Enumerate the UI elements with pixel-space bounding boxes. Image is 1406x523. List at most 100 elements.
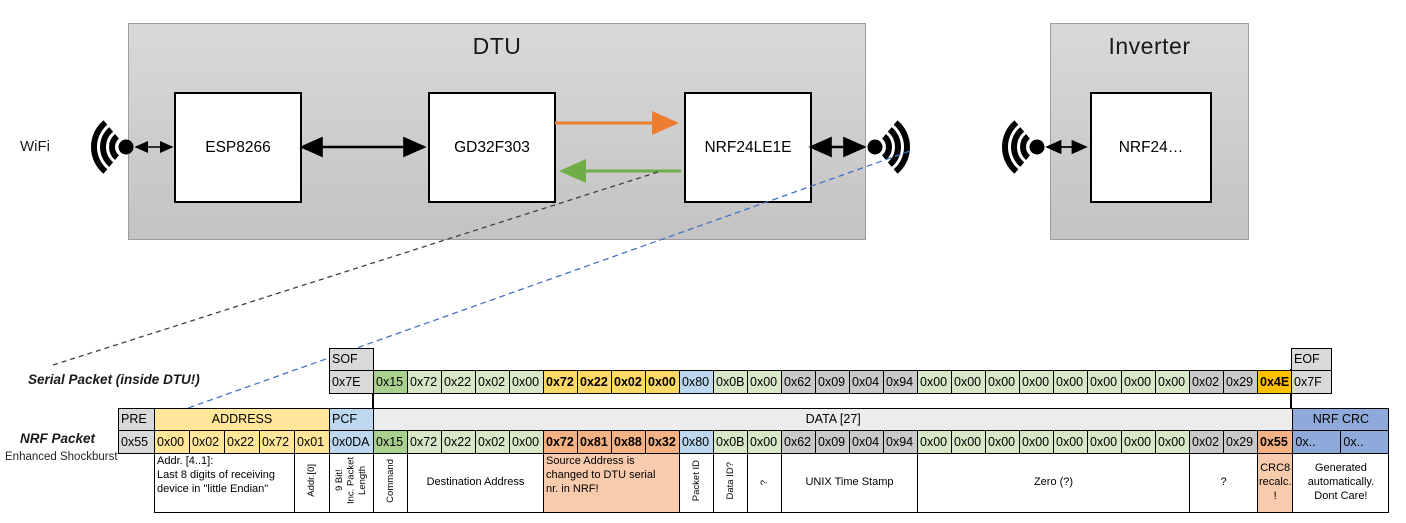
annotation-cell: Addr. [4..1]: Last 8 digits of receiving… [154,453,295,513]
nrf-byte-cell: 0x22 [441,430,476,454]
serial-byte-cell: 0x0B [713,370,748,394]
vertical-annotation-text: Data ID? [724,461,736,500]
nrf-packet-label: NRF Packet [20,431,96,446]
nrf-byte-cell: 0x0B [713,430,748,454]
serial-byte-cell: 0x80 [679,370,714,394]
serial-byte-cell: 0x00 [951,370,986,394]
component-box-esp8266: ESP8266 [174,92,302,203]
nrf-byte-cell: 0x88 [611,430,646,454]
serial-byte-cell: 0x22 [577,370,612,394]
serial-byte-cell: 0x00 [1053,370,1088,394]
serial-byte-cell: 0x09 [815,370,850,394]
nrf-byte-cell: 0x94 [883,430,918,454]
annotation-cell: ? [747,453,782,513]
serial-byte-cell: 0x00 [1019,370,1054,394]
nrf-byte-cell: 0x00 [1019,430,1054,454]
nrf-byte-cell: 0x72 [259,430,295,454]
nrf-byte-cell: 0x32 [645,430,680,454]
header-spacer [374,349,1292,371]
nrf-byte-cell: 0x55 [1256,430,1294,454]
serial-byte-cell: 0x02 [1189,370,1224,394]
dtu-title: DTU [472,33,522,59]
eof-byte: 0x7F [1291,370,1332,394]
annotation-cell: Generated automatically. Dont Care! [1292,453,1390,513]
component-label: ESP8266 [205,138,271,156]
inverter-title: Inverter [1108,33,1191,59]
serial-byte-cell: 0x02 [475,370,510,394]
nrf-byte-cell: 0x00 [1155,430,1190,454]
serial-byte-cell: 0x00 [509,370,544,394]
serial-byte-cell: 0x00 [1155,370,1190,394]
nrf-byte-cell: 0x81 [577,430,612,454]
nrf-section-header: NRF CRC [1292,408,1390,431]
serial-byte-cell: 0x62 [781,370,816,394]
annotation-cell: Zero (?) [917,453,1190,513]
annotation-cell: Addr.[0] [294,453,330,513]
nrf-packet-sublabel: Enhanced Shockburst [5,451,118,463]
serial-byte-cell: 0x00 [1121,370,1156,394]
nrf-byte-cell: 0x02 [189,430,225,454]
serial-byte-cell: 0x22 [441,370,476,394]
annotation-cell: ? [1189,453,1258,513]
nrf-section-header: ADDRESS [154,408,330,431]
nrf-byte-cell: 0x.. [1292,430,1342,454]
nrf-byte-cell: 0x00 [1121,430,1156,454]
annotation-cell: Command [373,453,408,513]
component-label: NRF24LE1E [704,138,792,156]
nrf-byte-cell: 0x22 [224,430,260,454]
component-box-gd32f303: GD32F303 [428,92,556,203]
annotation-cell: Data ID? [713,453,748,513]
nrf-section-header: PRE [118,408,155,431]
nrf-byte-cell: 0x00 [917,430,952,454]
component-box-nrf24: NRF24… [1090,92,1212,203]
nrf-byte-cell: 0x.. [1340,430,1390,454]
eof-header: EOF [1291,348,1332,371]
nrf-byte-cell: 0x72 [407,430,442,454]
wifi-icon-dtu-right [867,120,911,174]
annotation-spacer [119,454,155,513]
nrf-byte-cell: 0x00 [951,430,986,454]
nrf-byte-cell: 0x02 [1189,430,1224,454]
serial-packet-label: Serial Packet (inside DTU!) [28,372,200,387]
component-label: GD32F303 [454,138,530,156]
annotation-cell: 9 Bit! Inc. Packet Length [329,453,374,513]
component-label: NRF24… [1118,138,1184,156]
serial-byte-cell: 0x29 [1223,370,1258,394]
annotation-cell: Packet ID [679,453,714,513]
nrf-section-header: DATA [27] [372,408,1294,431]
nrf-byte-cell: 0x55 [118,430,155,454]
component-box-nrf24le1e: NRF24LE1E [684,92,812,203]
annotation-cell: UNIX Time Stamp [781,453,918,513]
vertical-annotation-text: ? [758,479,770,486]
serial-byte-cell: 0x00 [917,370,952,394]
sof-byte: 0x7E [329,370,374,394]
serial-byte-cell: 0x04 [849,370,884,394]
vertical-annotation-text: Packet ID [690,460,702,502]
serial-byte-cell: 0x72 [407,370,442,394]
nrf-byte-cell: 0x04 [849,430,884,454]
wifi-label: WiFi [20,138,50,155]
nrf-byte-cell: 0x29 [1223,430,1258,454]
annotation-cell: Destination Address [407,453,544,513]
nrf-byte-cell: 0x00 [509,430,544,454]
serial-byte-cell: 0x00 [1087,370,1122,394]
nrf-byte-cell: 0x02 [475,430,510,454]
serial-byte-cell: 0x15 [373,370,408,394]
annotation-cell: Source Address is changed to DTU serial … [543,453,680,513]
nrf-byte-cell: 0x0DA [329,430,374,454]
vertical-annotation-text: 9 Bit! Inc. Packet Length [334,457,369,505]
serial-byte-cell: 0x00 [747,370,782,394]
serial-byte-cell: 0x72 [543,370,578,394]
nrf-byte-cell: 0x15 [373,430,408,454]
nrf-byte-cell: 0x00 [985,430,1020,454]
sof-header: SOF [329,348,374,371]
nrf-byte-cell: 0x00 [154,430,190,454]
nrf-byte-cell: 0x72 [543,430,578,454]
nrf-byte-cell: 0x00 [1053,430,1088,454]
vertical-annotation-text: Addr.[0] [306,464,318,497]
wifi-icon-inverter [1001,120,1045,174]
serial-byte-cell: 0x00 [645,370,680,394]
